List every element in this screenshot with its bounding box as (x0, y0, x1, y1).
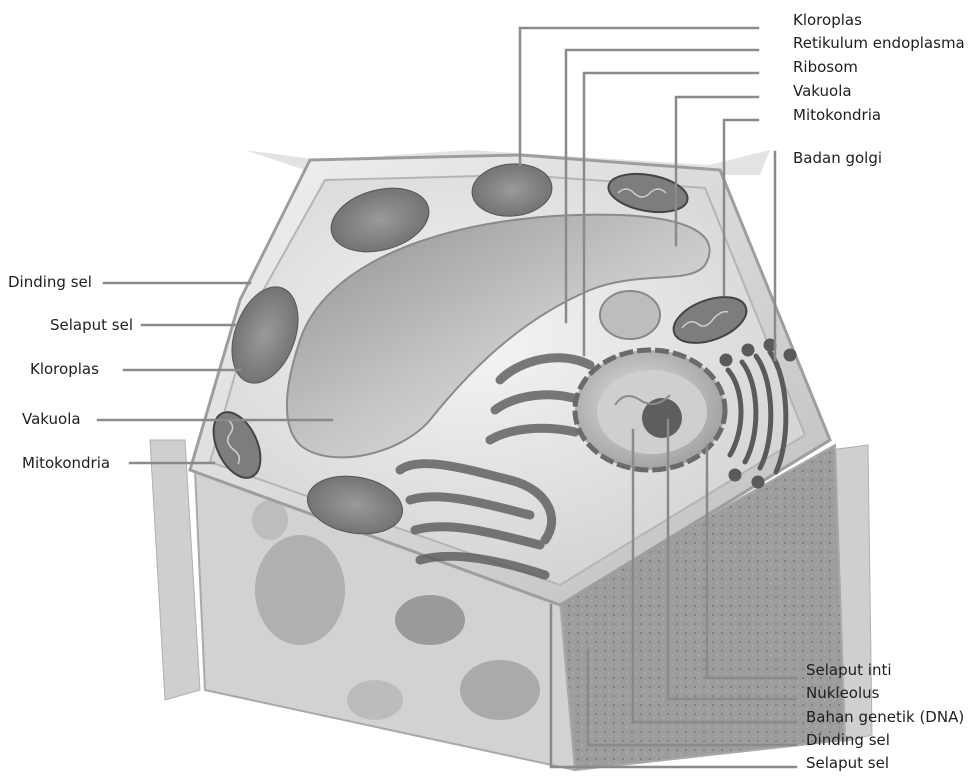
nucleus (575, 350, 725, 470)
vesicle (600, 291, 660, 339)
labels-top-right: Kloroplas Retikulum endoplasma Ribosom V… (793, 11, 965, 167)
front-blob (255, 535, 345, 645)
labels-left: Dinding sel Selaput sel Kloroplas Vakuol… (8, 273, 133, 472)
label-dinding-sel: Dinding sel (806, 731, 890, 749)
label-selaput-sel: Selaput sel (806, 754, 889, 772)
label-vakuola: Vakuola (793, 82, 852, 100)
label-kloroplas: Kloroplas (30, 360, 99, 378)
label-bahan-genetik: Bahan genetik (DNA) (806, 708, 964, 726)
label-dinding-sel: Dinding sel (8, 273, 92, 291)
front-blob (395, 595, 465, 645)
neighbor-cell-left (150, 440, 200, 700)
label-vakuola: Vakuola (22, 410, 81, 428)
label-mitokondria: Mitokondria (793, 106, 881, 124)
front-blob (460, 660, 540, 720)
label-mitokondria: Mitokondria (22, 454, 110, 472)
label-kloroplas: Kloroplas (793, 11, 862, 29)
label-badan-golgi: Badan golgi (793, 149, 882, 167)
label-ribosom: Ribosom (793, 58, 858, 76)
labels-bottom-right: Selaput inti Nukleolus Bahan genetik (DN… (806, 661, 964, 772)
label-selaput-inti: Selaput inti (806, 661, 892, 679)
label-nukleolus: Nukleolus (806, 684, 880, 702)
label-selaput-sel: Selaput sel (50, 316, 133, 334)
front-blob (252, 500, 288, 540)
front-blob (347, 680, 403, 720)
label-retikulum-endoplasma: Retikulum endoplasma (793, 34, 965, 52)
